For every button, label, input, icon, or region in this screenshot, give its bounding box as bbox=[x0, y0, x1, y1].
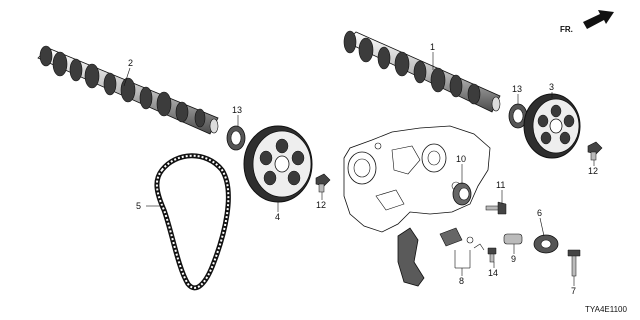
callout-13-right: 13 bbox=[512, 84, 522, 94]
callout-13-left: 13 bbox=[232, 105, 242, 115]
callout-1: 1 bbox=[430, 42, 435, 52]
callout-12-right: 12 bbox=[588, 166, 598, 176]
callout-4: 4 bbox=[275, 212, 280, 222]
callout-5: 5 bbox=[136, 201, 141, 211]
tensioner-bolt bbox=[487, 247, 497, 263]
callout-10: 10 bbox=[456, 154, 466, 164]
front-direction-arrow-icon bbox=[583, 10, 614, 29]
tensioner-pulley bbox=[503, 233, 559, 254]
left-pulley-bolt bbox=[315, 173, 331, 193]
callout-2: 2 bbox=[128, 58, 133, 68]
long-bolt bbox=[567, 249, 581, 277]
timing-belt bbox=[154, 153, 231, 291]
front-direction-label: FR. bbox=[560, 25, 573, 34]
diagram-code: TYA4E1100 bbox=[585, 305, 628, 314]
auto-tensioner bbox=[397, 227, 485, 287]
left-oil-seal bbox=[226, 125, 246, 151]
callout-8: 8 bbox=[459, 276, 464, 286]
left-camshaft-pulley bbox=[243, 125, 313, 203]
callout-6: 6 bbox=[537, 208, 542, 218]
callout-11: 11 bbox=[496, 180, 505, 190]
callout-12-left: 12 bbox=[316, 200, 326, 210]
right-camshaft-pulley bbox=[523, 93, 581, 159]
engine-block-outline bbox=[343, 125, 491, 233]
callout-7: 7 bbox=[571, 286, 576, 296]
right-pulley-bolt bbox=[587, 141, 603, 161]
right-oil-seal bbox=[508, 103, 528, 129]
callout-3: 3 bbox=[549, 82, 554, 92]
callout-14: 14 bbox=[488, 268, 498, 278]
callout-9: 9 bbox=[511, 254, 516, 264]
idler-pulley-bolt bbox=[485, 201, 507, 215]
leader-lines bbox=[123, 52, 595, 286]
right-camshaft bbox=[343, 30, 501, 113]
idler-pulley bbox=[452, 182, 472, 206]
